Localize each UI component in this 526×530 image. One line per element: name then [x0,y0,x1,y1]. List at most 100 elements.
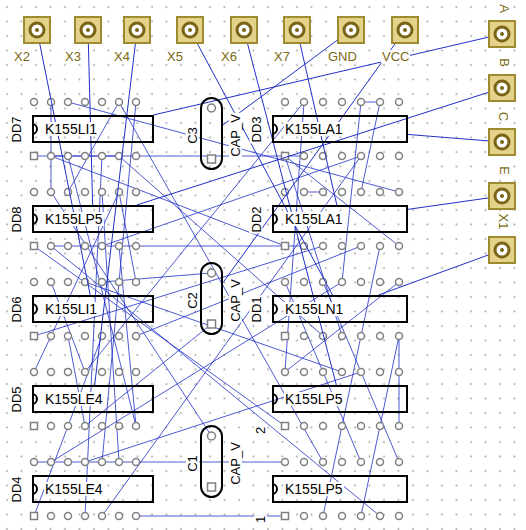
capacitor-symbol: C1CAP_V [200,425,223,498]
pin-pad [396,189,403,196]
connector-pad: E [488,182,516,210]
pad-hole [237,23,251,37]
pin-pad [133,243,140,250]
pin1-pad [31,243,38,250]
part-value: CAP_V [228,278,241,323]
pin-pad [396,99,403,106]
connector-pad: X6 [230,16,258,44]
ratsnest-connector [378,255,488,295]
ic-package: DD3K155LA1 [272,115,408,143]
pin-pad [320,99,327,106]
ref-designator: DD3 [250,115,263,143]
pin-pad [396,513,403,520]
pin-pad [282,99,289,106]
connector-pad: X3 [74,16,102,44]
pin-pad [31,279,38,286]
pin-pad [320,189,327,196]
pad-hole [81,23,95,37]
part-value: K155LE4 [44,482,104,496]
pin-pad [339,279,346,286]
cap-pin [208,104,216,112]
pin-pad [358,279,365,286]
part-value: K155LE4 [44,392,104,406]
pin-pad [339,513,346,520]
pin-pad [99,153,106,160]
pin-pad [82,333,89,340]
pin-pad [396,153,403,160]
pin1-pad [282,513,289,520]
pin-pad [377,189,384,196]
pin-pad [320,369,327,376]
pin-pad [358,333,365,340]
pin-pad [116,369,123,376]
pin-pad [358,153,365,160]
connector-pad: C [488,128,516,156]
pin-pad [358,459,365,466]
pin-pad [133,99,140,106]
pin-pad [48,153,55,160]
connector-pad: B [488,74,516,102]
pin-pad [320,423,327,430]
pin1-pad [31,423,38,430]
pad-drill [500,86,504,90]
pad-hole [495,189,509,203]
pad-ring [232,18,256,42]
pin-pad [301,333,308,340]
pin-pad [82,369,89,376]
pin-pad [377,513,384,520]
pin-pad [396,243,403,250]
pin-pad [116,513,123,520]
pin-pad [282,279,289,286]
connector-pad: X1 [488,236,516,264]
ratsnest-line [34,156,304,157]
pad-ring [285,18,309,42]
pad-hole [495,135,509,149]
ratsnest-connector [223,44,395,283]
pad-label: X4 [113,50,131,63]
pin-pad [377,279,384,286]
pin-pad [339,189,346,196]
ratsnest-connector [137,92,488,205]
pin-pad [301,513,308,520]
pad-label: B [497,57,510,68]
pin-pad [48,459,55,466]
pad-drill [135,28,139,32]
pin-number: 1 [254,515,267,524]
pin-pad [31,459,38,466]
ic-package: DD1K155LN1 [272,295,408,323]
pin-pad [48,279,55,286]
pin-pad [116,459,123,466]
pin-pad [116,189,123,196]
pin-pad [358,243,365,250]
pin-pad [301,459,308,466]
pad-drill [295,28,299,32]
pin-pad [301,423,308,430]
connector-pad: X7 [283,16,311,44]
pin-pads [31,99,403,520]
ratsnest-connector [40,44,90,295]
pin-pad [116,243,123,250]
pin-pad [339,153,346,160]
pin-pad [339,243,346,250]
pad-hole [495,27,509,41]
pad-label: X7 [273,50,291,63]
connector-pad: GND [337,16,365,44]
cap-pin [208,483,216,491]
pin-pad [48,369,55,376]
pin-pad [82,153,89,160]
pin-pad [48,423,55,430]
pin-pad [99,423,106,430]
cap-pin [208,320,216,328]
part-value: K155LI1 [44,302,98,316]
ref-designator: C2 [186,291,199,310]
ic-package: DD7K155LI1 [32,115,154,143]
pad-drill [500,140,504,144]
pin-pad [320,513,327,520]
pin-pad [133,369,140,376]
pin-pad [396,333,403,340]
pin-pad [133,189,140,196]
pin-pad [31,369,38,376]
pin-pad [99,459,106,466]
